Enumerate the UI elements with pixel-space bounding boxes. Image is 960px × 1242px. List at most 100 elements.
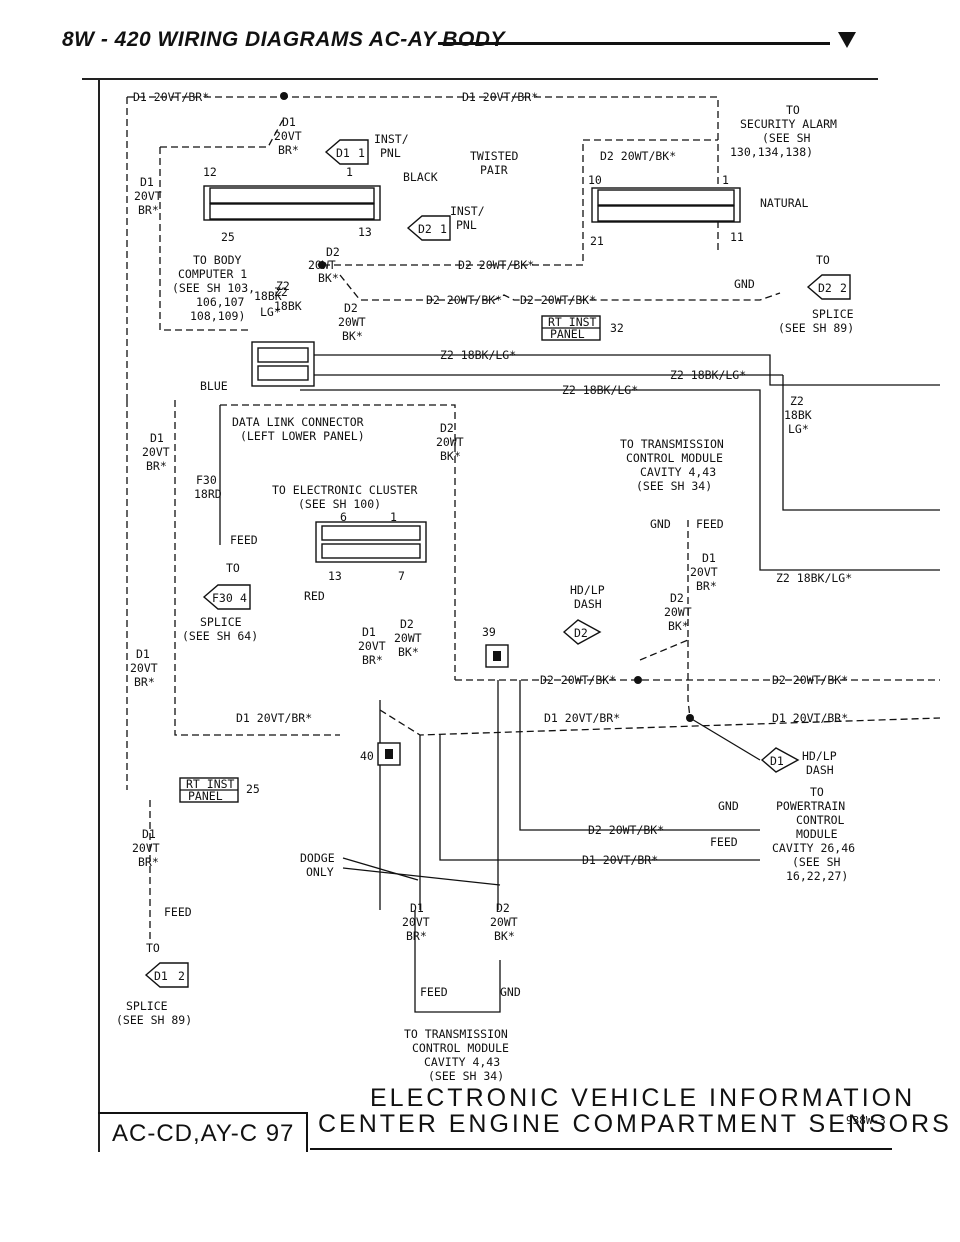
svg-text:20WT: 20WT xyxy=(664,605,692,619)
svg-text:20VT: 20VT xyxy=(132,841,160,855)
svg-text:106,107: 106,107 xyxy=(196,295,245,309)
svg-text:(SEE SH: (SEE SH xyxy=(792,855,841,869)
connector-data-link xyxy=(251,341,315,387)
svg-text:TO ELECTRONIC CLUSTER: TO ELECTRONIC CLUSTER xyxy=(272,483,417,497)
svg-text:130,134,138): 130,134,138) xyxy=(730,145,813,159)
page-header: 8W - 420 WIRING DIAGRAMS AC-AY BODY xyxy=(62,28,505,51)
svg-text:12: 12 xyxy=(203,165,217,179)
svg-text:11: 11 xyxy=(730,230,744,244)
svg-text:SECURITY ALARM: SECURITY ALARM xyxy=(740,117,837,131)
svg-text:Z2: Z2 xyxy=(274,285,288,299)
svg-text:18BK: 18BK xyxy=(784,408,812,422)
svg-text:D1: D1 xyxy=(154,969,168,983)
svg-text:CONTROL MODULE: CONTROL MODULE xyxy=(412,1041,509,1055)
svg-text:16,22,27): 16,22,27) xyxy=(786,869,848,883)
svg-text:20VT: 20VT xyxy=(358,639,386,653)
svg-text:GND: GND xyxy=(650,517,671,531)
svg-text:39: 39 xyxy=(482,625,496,639)
svg-text:CAVITY 4,43: CAVITY 4,43 xyxy=(640,465,716,479)
svg-text:20VT: 20VT xyxy=(142,445,170,459)
svg-text:D1: D1 xyxy=(770,754,784,768)
diagram-labels: D1 20VT/BR* D1 20VT/BR* TO SECURITY ALAR… xyxy=(116,90,855,1083)
tag-d1: D1 xyxy=(760,747,800,773)
svg-text:RT INST: RT INST xyxy=(548,315,597,329)
svg-text:CONTROL MODULE: CONTROL MODULE xyxy=(626,451,723,465)
svg-text:GND: GND xyxy=(734,277,755,291)
svg-text:TO TRANSMISSION: TO TRANSMISSION xyxy=(404,1027,508,1041)
svg-text:(SEE SH: (SEE SH xyxy=(762,131,811,145)
svg-text:1: 1 xyxy=(358,146,365,160)
svg-text:BR*: BR* xyxy=(134,675,155,689)
header-triangle-icon xyxy=(838,32,856,48)
svg-text:D2 20WT/BK*: D2 20WT/BK* xyxy=(600,149,676,163)
svg-text:BR*: BR* xyxy=(696,579,717,593)
svg-text:D2: D2 xyxy=(670,591,684,605)
left-frame-rule xyxy=(98,80,100,1152)
svg-text:F30: F30 xyxy=(212,591,233,605)
svg-text:1: 1 xyxy=(390,510,397,524)
svg-text:D1 20VT/BR*: D1 20VT/BR* xyxy=(582,853,658,867)
svg-text:CONTROL: CONTROL xyxy=(796,813,845,827)
svg-text:6: 6 xyxy=(340,510,347,524)
svg-text:BK*: BK* xyxy=(318,271,339,285)
svg-text:18BK: 18BK xyxy=(274,299,302,313)
footer-rule xyxy=(310,1148,892,1150)
connector-inst-pnl-right xyxy=(591,187,741,223)
svg-text:Z2 18BK/LG*: Z2 18BK/LG* xyxy=(440,348,516,362)
svg-text:RT INST: RT INST xyxy=(186,777,235,791)
svg-text:2: 2 xyxy=(178,969,185,983)
svg-text:INST/: INST/ xyxy=(450,204,485,218)
splice-box-40 xyxy=(377,742,401,766)
svg-text:(SEE SH 34): (SEE SH 34) xyxy=(428,1069,504,1083)
footer-ref: 938W-3 xyxy=(846,1114,886,1127)
svg-text:BR*: BR* xyxy=(362,653,383,667)
svg-text:BK*: BK* xyxy=(668,619,689,633)
svg-text:20WT: 20WT xyxy=(308,258,336,272)
svg-text:TO: TO xyxy=(810,785,824,799)
svg-text:GND: GND xyxy=(500,985,521,999)
svg-text:Z2 18BK/LG*: Z2 18BK/LG* xyxy=(670,368,746,382)
svg-text:Z2: Z2 xyxy=(790,394,804,408)
svg-text:7: 7 xyxy=(398,569,405,583)
svg-text:MODULE: MODULE xyxy=(796,827,838,841)
svg-text:DODGE: DODGE xyxy=(300,851,335,865)
svg-text:D1: D1 xyxy=(362,625,376,639)
svg-text:PNL: PNL xyxy=(456,218,477,232)
svg-text:TO TRANSMISSION: TO TRANSMISSION xyxy=(620,437,724,451)
wires xyxy=(126,96,941,1013)
footer-title-line2: CENTER ENGINE COMPARTMENT SENSORS xyxy=(318,1110,952,1138)
svg-text:2: 2 xyxy=(840,281,847,295)
svg-text:(SEE SH 64): (SEE SH 64) xyxy=(182,629,258,643)
svg-text:BK*: BK* xyxy=(398,645,419,659)
svg-text:4: 4 xyxy=(240,591,247,605)
svg-text:1: 1 xyxy=(722,173,729,187)
svg-text:10: 10 xyxy=(588,173,602,187)
svg-text:SPLICE: SPLICE xyxy=(200,615,242,629)
svg-text:(LEFT LOWER PANEL): (LEFT LOWER PANEL) xyxy=(240,429,365,443)
svg-text:D2 20WT/BK*: D2 20WT/BK* xyxy=(458,258,534,272)
svg-text:D1: D1 xyxy=(282,115,296,129)
svg-text:FEED: FEED xyxy=(420,985,448,999)
svg-text:BK*: BK* xyxy=(494,929,515,943)
svg-text:1: 1 xyxy=(440,222,447,236)
header-rule xyxy=(438,42,830,45)
svg-text:D1 20VT/BR*: D1 20VT/BR* xyxy=(544,711,620,725)
svg-text:21: 21 xyxy=(590,234,604,248)
svg-text:SPLICE: SPLICE xyxy=(126,999,168,1013)
svg-text:D2: D2 xyxy=(418,222,432,236)
svg-text:13: 13 xyxy=(358,225,372,239)
svg-text:D2 20WT/BK*: D2 20WT/BK* xyxy=(520,293,596,307)
svg-text:CAVITY 4,43: CAVITY 4,43 xyxy=(424,1055,500,1069)
svg-text:RED: RED xyxy=(304,589,325,603)
svg-text:DATA LINK CONNECTOR: DATA LINK CONNECTOR xyxy=(232,415,364,429)
svg-text:25: 25 xyxy=(246,782,260,796)
rt-inst-panel-box-2 xyxy=(179,777,239,803)
svg-text:DASH: DASH xyxy=(806,763,834,777)
svg-text:D1: D1 xyxy=(150,431,164,445)
svg-text:ONLY: ONLY xyxy=(306,865,334,879)
svg-text:18BK: 18BK xyxy=(254,289,282,303)
svg-text:PANEL: PANEL xyxy=(188,789,223,803)
svg-text:D1: D1 xyxy=(702,551,716,565)
svg-text:D2: D2 xyxy=(818,281,832,295)
